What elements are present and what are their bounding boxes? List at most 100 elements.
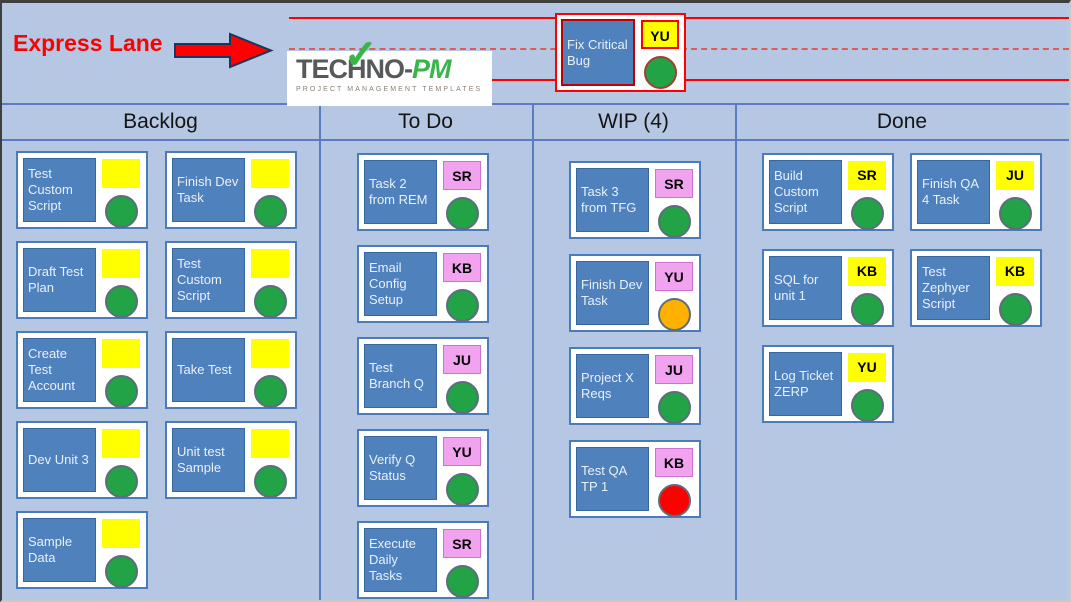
card-title: Test Branch Q bbox=[364, 344, 437, 408]
kanban-card[interactable]: Unit test Sample bbox=[165, 421, 297, 499]
card-title: Unit test Sample bbox=[172, 428, 245, 492]
assignee-badge: YU bbox=[655, 262, 693, 291]
assignee-badge: KB bbox=[848, 257, 886, 286]
status-indicator bbox=[104, 285, 138, 318]
assignee-badge: JU bbox=[655, 355, 693, 384]
check-icon: ✓ bbox=[344, 33, 378, 77]
card-title: Verify Q Status bbox=[364, 436, 437, 500]
kanban-card[interactable]: Create Test Account bbox=[16, 331, 148, 409]
column-header-backlog: Backlog bbox=[123, 110, 198, 133]
status-indicator bbox=[850, 293, 884, 326]
column-header-done: Done bbox=[876, 110, 928, 133]
status-indicator bbox=[445, 381, 479, 414]
card-title: SQL for unit 1 bbox=[769, 256, 842, 320]
card-title: Task 2 from REM bbox=[364, 160, 437, 224]
status-indicator bbox=[657, 484, 691, 517]
status-indicator bbox=[850, 197, 884, 230]
kanban-card[interactable]: Sample Data bbox=[16, 511, 148, 589]
card-title: Finish Dev Task bbox=[576, 261, 649, 325]
column-divider bbox=[319, 103, 321, 600]
card-title: Log Ticket ZERP bbox=[769, 352, 842, 416]
status-indicator bbox=[104, 555, 138, 588]
column-header-band bbox=[2, 103, 1069, 141]
card-title: Project X Reqs bbox=[576, 354, 649, 418]
card-title: Draft Test Plan bbox=[23, 248, 96, 312]
assignee-badge bbox=[251, 429, 289, 458]
assignee-badge: KB bbox=[443, 253, 481, 282]
status-indicator bbox=[445, 565, 479, 598]
card-title: Test Custom Script bbox=[23, 158, 96, 222]
status-indicator bbox=[253, 285, 287, 318]
card-title: Take Test bbox=[172, 338, 245, 402]
status-indicator bbox=[643, 56, 677, 89]
status-indicator bbox=[998, 293, 1032, 326]
assignee-badge bbox=[251, 249, 289, 278]
status-indicator bbox=[253, 375, 287, 408]
express-card-title: Fix Critical Bug bbox=[561, 19, 635, 86]
assignee-badge bbox=[251, 159, 289, 188]
assignee-badge bbox=[102, 339, 140, 368]
card-title: Finish Dev Task bbox=[172, 158, 245, 222]
assignee-badge bbox=[102, 429, 140, 458]
assignee-badge bbox=[102, 249, 140, 278]
card-title: Execute Daily Tasks bbox=[364, 528, 437, 592]
express-card[interactable]: Fix Critical Bug YU bbox=[555, 13, 686, 92]
card-title: Dev Unit 3 bbox=[23, 428, 96, 492]
status-indicator bbox=[104, 375, 138, 408]
kanban-card[interactable]: Test Custom Script bbox=[165, 241, 297, 319]
column-divider bbox=[532, 103, 534, 600]
assignee-badge bbox=[102, 519, 140, 548]
status-indicator bbox=[445, 289, 479, 322]
assignee-badge bbox=[251, 339, 289, 368]
kanban-card[interactable]: Test Custom Script bbox=[16, 151, 148, 229]
kanban-card[interactable]: Dev Unit 3 bbox=[16, 421, 148, 499]
column-header-wip-4: WIP (4) bbox=[598, 110, 669, 133]
assignee-badge: SR bbox=[443, 161, 481, 190]
assignee-badge bbox=[102, 159, 140, 188]
assignee-badge: SR bbox=[443, 529, 481, 558]
assignee-badge: YU bbox=[848, 353, 886, 382]
status-indicator bbox=[445, 197, 479, 230]
assignee-badge: YU bbox=[641, 20, 679, 49]
status-indicator bbox=[253, 465, 287, 498]
express-lane-label: Express Lane bbox=[13, 30, 163, 56]
kanban-card[interactable]: Finish Dev Task bbox=[165, 151, 297, 229]
status-indicator bbox=[850, 389, 884, 422]
status-indicator bbox=[998, 197, 1032, 230]
kanban-card[interactable]: Draft Test Plan bbox=[16, 241, 148, 319]
techno-pm-logo: TECHNO-PM ✓ PROJECT MANAGEMENT TEMPLATES bbox=[287, 35, 492, 106]
status-indicator bbox=[657, 298, 691, 331]
card-title: Task 3 from TFG bbox=[576, 168, 649, 232]
kanban-card[interactable]: Take Test bbox=[165, 331, 297, 409]
status-indicator bbox=[104, 195, 138, 228]
assignee-badge: SR bbox=[655, 169, 693, 198]
card-title: Email Config Setup bbox=[364, 252, 437, 316]
status-indicator bbox=[657, 391, 691, 424]
assignee-badge: KB bbox=[996, 257, 1034, 286]
status-indicator bbox=[445, 473, 479, 506]
card-title: Test QA TP 1 bbox=[576, 447, 649, 511]
card-title: Finish QA 4 Task bbox=[917, 160, 990, 224]
status-indicator bbox=[657, 205, 691, 238]
column-header-to-do: To Do bbox=[398, 110, 453, 133]
assignee-badge: SR bbox=[848, 161, 886, 190]
